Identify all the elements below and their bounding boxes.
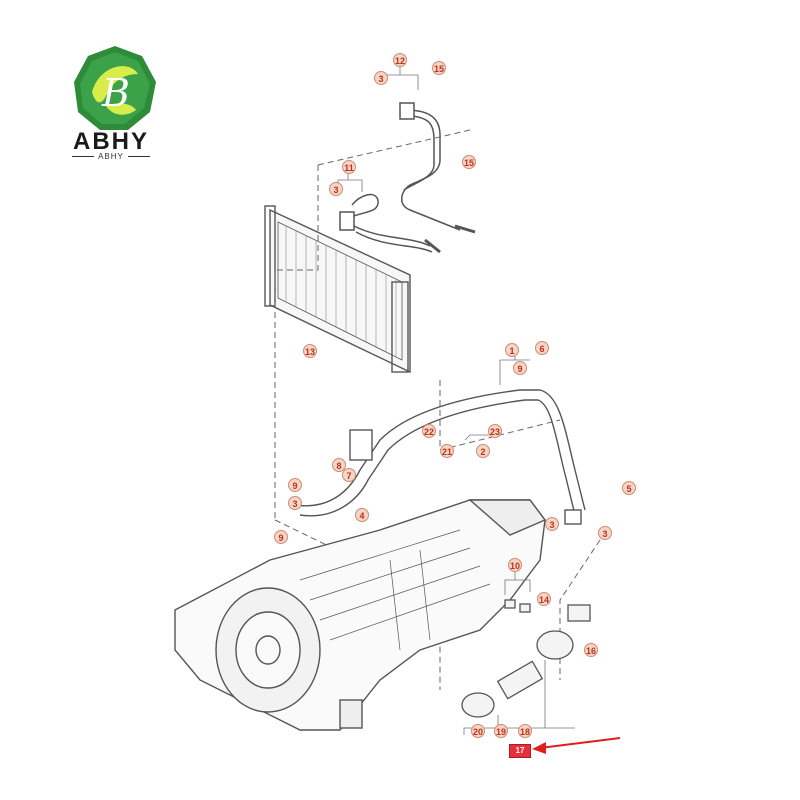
callout-13: 13 xyxy=(303,344,317,358)
callout-9: 9 xyxy=(274,530,288,544)
callout-20: 20 xyxy=(471,724,485,738)
callout-15: 15 xyxy=(462,155,476,169)
callout-3: 3 xyxy=(374,71,388,85)
oil-cooler xyxy=(264,205,411,374)
callout-3: 3 xyxy=(545,517,559,531)
callout-22: 22 xyxy=(422,424,436,438)
callout-9: 9 xyxy=(513,361,527,375)
callout-5: 5 xyxy=(622,481,636,495)
callout-7: 7 xyxy=(342,468,356,482)
callout-16: 16 xyxy=(584,643,598,657)
callout-19: 19 xyxy=(494,724,508,738)
callout-21: 21 xyxy=(440,444,454,458)
callout-2: 2 xyxy=(476,444,490,458)
red-arrow xyxy=(532,737,621,754)
brand-logo: B xyxy=(70,44,160,174)
callout-8: 8 xyxy=(332,458,346,472)
part-17-highlight-tag: 17 xyxy=(509,744,531,758)
leaf-b-icon: B xyxy=(74,46,156,130)
transmission-housing xyxy=(174,499,547,731)
callout-4: 4 xyxy=(355,508,369,522)
lower-pipes xyxy=(294,389,586,525)
brand-subtitle: ABHY xyxy=(68,152,154,161)
callout-23: 23 xyxy=(488,424,502,438)
upper-pipes xyxy=(339,102,476,254)
callout-18: 18 xyxy=(518,724,532,738)
callout-3: 3 xyxy=(288,496,302,510)
callout-12: 12 xyxy=(393,53,407,67)
brand-name: ABHY xyxy=(72,128,149,155)
filter-parts xyxy=(461,599,591,718)
callout-14: 14 xyxy=(537,592,551,606)
callout-15: 15 xyxy=(432,61,446,75)
callout-6: 6 xyxy=(535,341,549,355)
callout-3: 3 xyxy=(598,526,612,540)
callout-10: 10 xyxy=(508,558,522,572)
callout-3: 3 xyxy=(329,182,343,196)
callout-11: 11 xyxy=(342,160,356,174)
callout-9: 9 xyxy=(288,478,302,492)
svg-text:B: B xyxy=(101,71,130,115)
callout-1: 1 xyxy=(505,343,519,357)
